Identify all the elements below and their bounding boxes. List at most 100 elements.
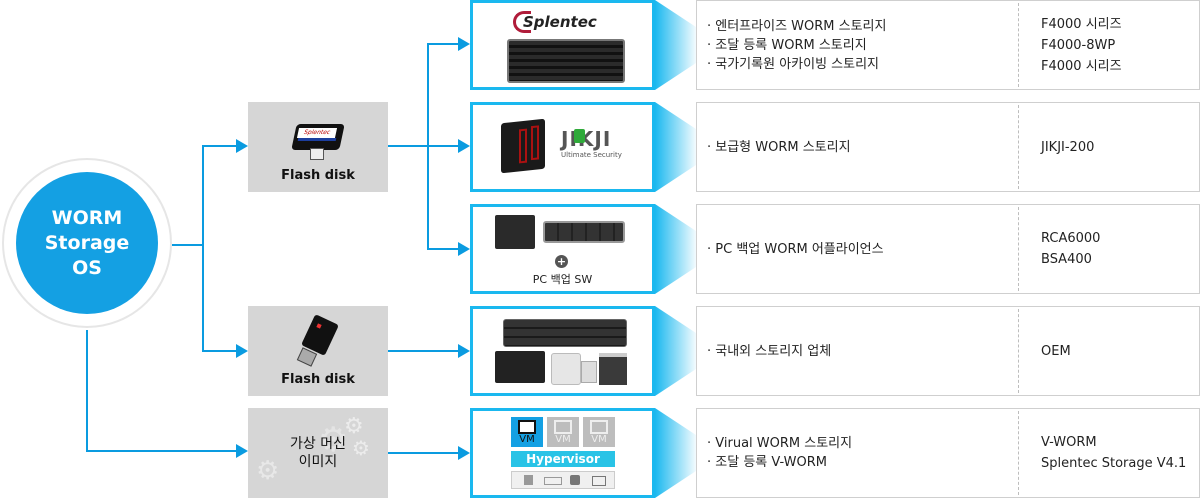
hardware-bar xyxy=(511,471,615,489)
info-row-2: 보급형 WORM 스토리지 JIKJI-200 xyxy=(696,102,1200,192)
info-row-3: PC 백업 WORM 어플라이언스 RCA6000 BSA400 xyxy=(696,204,1200,294)
model-item: F4000-8WP xyxy=(1041,37,1116,53)
flash-disk-icon: Splentec xyxy=(290,122,346,162)
source-vm-image: ⚙ ⚙ ⚙ ⚙ 가상 머신 이미지 xyxy=(248,408,388,498)
model-item: OEM xyxy=(1041,343,1071,359)
external-drive-image xyxy=(551,353,581,385)
connector-wedge xyxy=(655,204,696,294)
description-item: 보급형 WORM 스토리지 xyxy=(707,138,1017,157)
memory-icon xyxy=(544,477,562,485)
connector-wedge xyxy=(655,102,696,192)
product-oem-storage xyxy=(470,306,655,396)
connector xyxy=(388,350,458,352)
column-divider xyxy=(1018,105,1019,189)
arrow-icon xyxy=(236,344,248,358)
model-item: F4000 시리즈 xyxy=(1041,16,1122,32)
gears-icon: ⚙ xyxy=(256,456,280,486)
product-virtual-worm: VM VM VM Hypervisor xyxy=(470,408,655,498)
info-row-5: Virual WORM 스토리지 조달 등록 V-WORM V-WORM Spl… xyxy=(696,408,1200,498)
model-item: RCA6000 xyxy=(1041,231,1101,246)
gears-icon: ⚙ xyxy=(352,436,370,460)
pc-backup-caption: PC 백업 SW xyxy=(532,273,593,286)
source-label: 가상 머신 이미지 xyxy=(290,436,346,470)
source-flash-disk-1: Splentec Flash disk xyxy=(248,102,388,192)
nas-image xyxy=(599,353,627,385)
source-label: Flash disk xyxy=(281,168,355,183)
description-item: Virual WORM 스토리지 xyxy=(707,434,1017,453)
model-item: JIKJI-200 xyxy=(1041,139,1095,155)
rack-server-image xyxy=(503,319,627,347)
description-item: 조달 등록 WORM 스토리지 xyxy=(707,36,1017,55)
description-item: 엔터프라이즈 WORM 스토리지 xyxy=(707,17,1017,36)
splentec-logo: Splentec xyxy=(513,11,613,33)
tower-server-image xyxy=(495,215,535,249)
flash-module-icon xyxy=(293,314,343,368)
gears-icon: ⚙ xyxy=(344,414,364,439)
network-card-icon xyxy=(592,476,606,486)
model-list: OEM xyxy=(1041,307,1195,395)
model-list: JIKJI-200 xyxy=(1041,103,1195,191)
external-drive-image xyxy=(581,361,597,383)
connector xyxy=(427,43,458,45)
source-label: Flash disk xyxy=(281,372,355,387)
connector-wedge xyxy=(655,0,696,90)
monitor-icon xyxy=(590,420,608,434)
description-list: 엔터프라이즈 WORM 스토리지 조달 등록 WORM 스토리지 국가기록원 아… xyxy=(707,1,1017,89)
connector xyxy=(172,244,204,246)
gears-icon: ⚙ xyxy=(318,420,349,460)
model-item: V-WORM xyxy=(1041,435,1097,450)
nas-image xyxy=(501,118,545,174)
monitor-icon xyxy=(518,420,536,434)
connector xyxy=(86,450,238,452)
description-list: PC 백업 WORM 어플라이언스 xyxy=(707,205,1017,293)
description-item: PC 백업 WORM 어플라이언스 xyxy=(707,240,1017,259)
vm-tile: VM xyxy=(583,417,615,447)
model-item: BSA400 xyxy=(1041,252,1092,267)
product-splentec-rack: Splentec xyxy=(470,0,655,90)
description-list: 보급형 WORM 스토리지 xyxy=(707,103,1017,191)
hypervisor-bar: Hypervisor xyxy=(511,451,615,467)
model-list: V-WORM Splentec Storage V4.1 xyxy=(1041,409,1195,497)
connector xyxy=(202,145,238,147)
description-list: Virual WORM 스토리지 조달 등록 V-WORM xyxy=(707,409,1017,497)
connector-wedge xyxy=(655,306,696,396)
monitor-icon xyxy=(554,420,572,434)
column-divider xyxy=(1018,411,1019,495)
model-list: RCA6000 BSA400 xyxy=(1041,205,1195,293)
vm-tile: VM xyxy=(547,417,579,447)
connector xyxy=(427,43,429,250)
vm-tile-active: VM xyxy=(511,417,543,447)
product-jikji: JIKJI Ultimate Security xyxy=(470,102,655,192)
arrow-icon xyxy=(458,344,470,358)
disk-icon xyxy=(570,475,580,485)
jikji-logo: JIKJI Ultimate Security xyxy=(561,127,622,159)
source-flash-disk-2: Flash disk xyxy=(248,306,388,396)
plus-icon: + xyxy=(555,255,568,268)
arrow-icon xyxy=(458,446,470,460)
connector xyxy=(388,452,458,454)
model-item: F4000 시리즈 xyxy=(1041,58,1122,74)
info-row-1: 엔터프라이즈 WORM 스토리지 조달 등록 WORM 스토리지 국가기록원 아… xyxy=(696,0,1200,90)
column-divider xyxy=(1018,207,1019,291)
arrow-icon xyxy=(458,37,470,51)
product-pc-backup: + PC 백업 SW xyxy=(470,204,655,294)
arrow-icon xyxy=(236,444,248,458)
connector xyxy=(427,248,458,250)
storage-enclosure-image xyxy=(495,351,545,383)
lock-icon xyxy=(574,129,585,143)
arrow-icon xyxy=(458,242,470,256)
rack-server-image xyxy=(507,39,625,83)
column-divider xyxy=(1018,3,1019,87)
description-item: 조달 등록 V-WORM xyxy=(707,453,1017,472)
description-item: 국내외 스토리지 업체 xyxy=(707,342,1017,361)
root-label: WORM Storage OS xyxy=(44,206,130,279)
description-list: 국내외 스토리지 업체 xyxy=(707,307,1017,395)
connector xyxy=(388,145,458,147)
arrow-icon xyxy=(236,139,248,153)
connector xyxy=(202,350,238,352)
column-divider xyxy=(1018,309,1019,393)
root-node-worm-storage-os: WORM Storage OS xyxy=(16,172,158,314)
info-row-4: 국내외 스토리지 업체 OEM xyxy=(696,306,1200,396)
model-item: Splentec Storage V4.1 xyxy=(1041,456,1187,471)
connector xyxy=(202,145,204,352)
